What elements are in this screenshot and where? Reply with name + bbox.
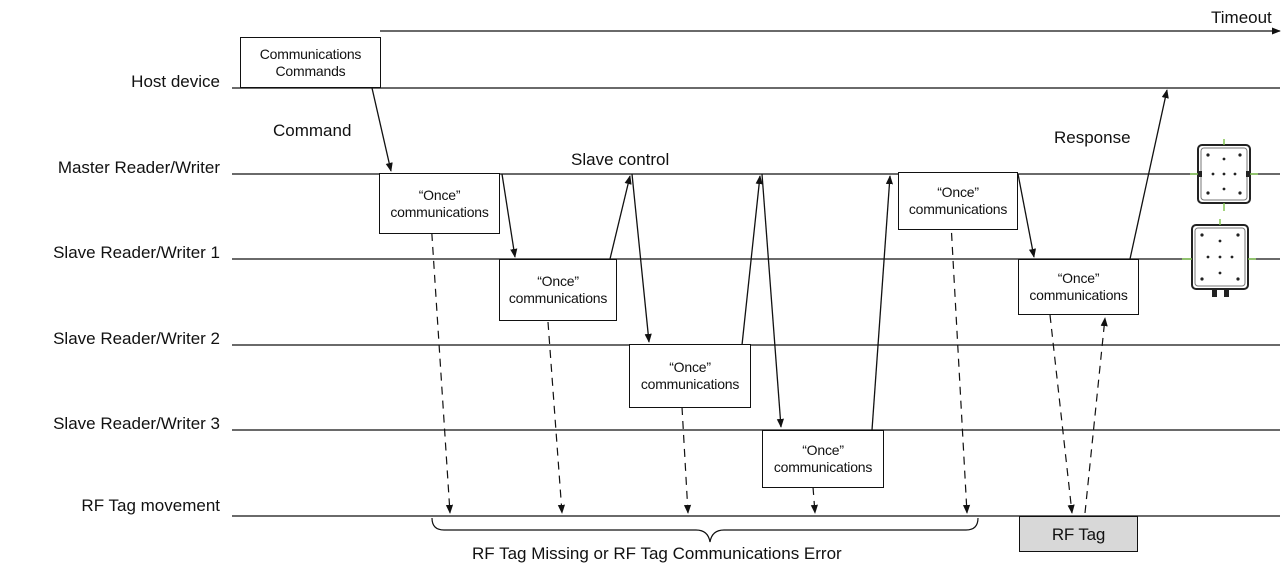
slave1-to-master-arrow — [609, 175, 632, 260]
dashed-arrow-1 — [429, 204, 454, 514]
reader-writer-icon — [1182, 139, 1258, 297]
once-communications-box-slave1-2: “Once” communications — [1018, 259, 1139, 315]
communications-label: communications — [908, 201, 1008, 217]
communications-commands-box: Communications Commands — [240, 37, 381, 88]
dashed-arrow-3 — [681, 406, 692, 514]
master-to-slave1-arrow — [501, 173, 518, 258]
slave-control-label: Slave control — [571, 150, 670, 169]
once-label: “Once” — [937, 184, 979, 200]
error-brace-label: RF Tag Missing or RF Tag Communications … — [472, 544, 842, 563]
reader-writer-icon-slave — [1182, 219, 1256, 297]
slave3-to-master-arrow — [871, 175, 894, 431]
timeout-label: Timeout — [1211, 8, 1272, 27]
dashed-arrow-return — [1084, 317, 1108, 514]
master-to-slave3-arrow — [761, 173, 784, 428]
communications-label: communications — [1029, 287, 1128, 303]
dashed-arrow-6 — [1049, 314, 1075, 514]
communications-label: communications — [640, 376, 740, 392]
master-to-slave1-second-arrow — [1017, 173, 1037, 258]
rf-tag-box: RF Tag — [1019, 516, 1138, 552]
communications-commands-line1: Communications — [259, 45, 362, 62]
once-communications-box-slave2: “Once” communications — [629, 344, 751, 408]
once-label: “Once” — [802, 442, 844, 458]
slave2-to-master-arrow — [741, 175, 763, 346]
response-label: Response — [1054, 128, 1131, 147]
communications-commands-line2: Commands — [275, 62, 346, 79]
lane-label-slave3: Slave Reader/Writer 3 — [53, 414, 220, 433]
once-communications-box-slave1-1: “Once” communications — [499, 259, 617, 321]
error-brace — [431, 517, 979, 543]
lane-label-master: Master Reader/Writer — [57, 158, 220, 177]
once-label: “Once” — [537, 273, 579, 289]
command-arrow — [371, 87, 393, 172]
once-label: “Once” — [1057, 270, 1100, 286]
master-to-slave2-arrow — [631, 173, 652, 343]
once-label: “Once” — [418, 186, 461, 203]
dashed-arrow-2 — [547, 321, 565, 514]
communications-label: communications — [773, 459, 873, 475]
lane-label-tag: RF Tag movement — [81, 496, 220, 515]
dashed-arrow-4 — [810, 486, 818, 514]
once-communications-box-master-1: “Once” communications — [379, 173, 500, 234]
reader-writer-icon-master — [1190, 139, 1258, 211]
once-label: “Once” — [669, 359, 711, 375]
command-label: Command — [273, 121, 352, 140]
tag-dashed-arrows — [429, 204, 1108, 514]
dashed-arrow-5 — [949, 204, 971, 514]
lane-label-slave2: Slave Reader/Writer 2 — [53, 329, 220, 348]
communications-label: communications — [390, 203, 489, 220]
rf-tag-label: RF Tag — [1051, 524, 1106, 544]
lane-label-host: Host device — [131, 72, 220, 91]
communications-label: communications — [508, 290, 608, 306]
once-communications-box-slave3: “Once” communications — [762, 430, 884, 488]
sequence-arrows — [371, 87, 1169, 431]
lane-label-slave1: Slave Reader/Writer 1 — [53, 243, 220, 262]
response-arrow — [1129, 89, 1169, 260]
once-communications-box-master-2: “Once” communications — [898, 172, 1018, 230]
